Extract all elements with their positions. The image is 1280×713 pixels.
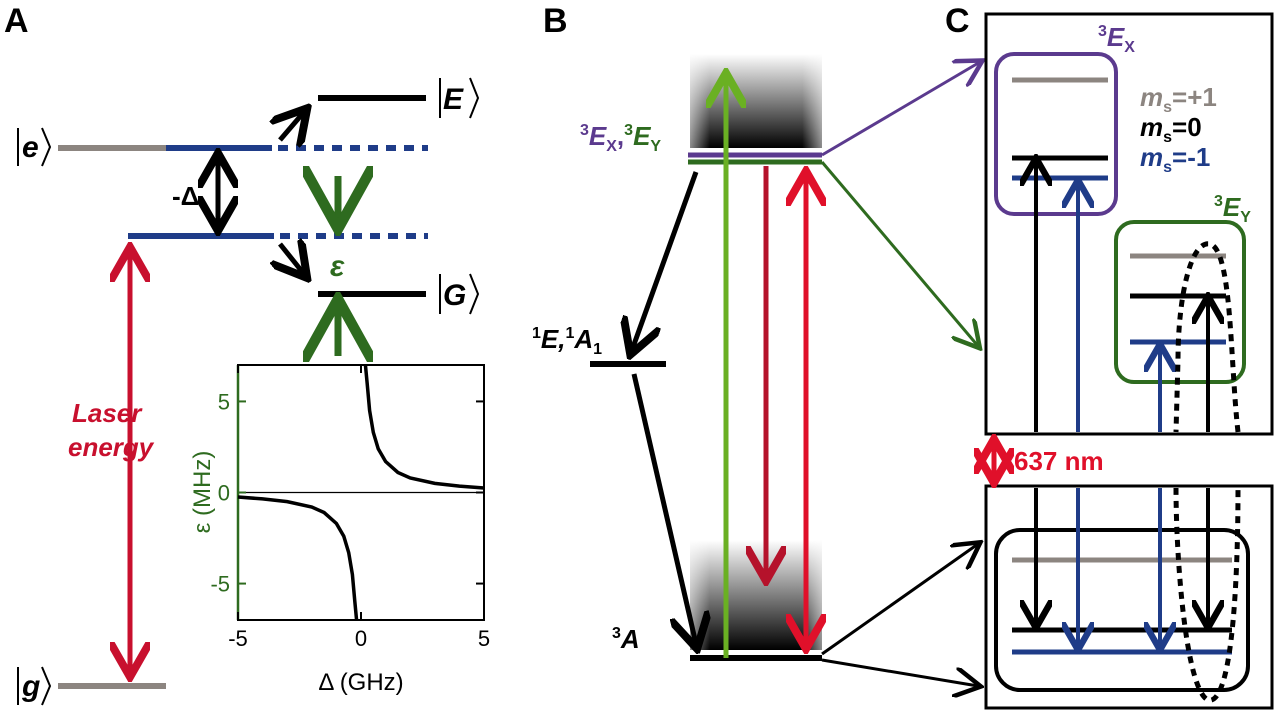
minus-delta-label: -Δ bbox=[172, 181, 199, 211]
link-purple-arrow bbox=[821, 62, 980, 157]
upper-level-label: 3EX,3EY bbox=[580, 121, 661, 155]
isc-arrow bbox=[632, 171, 699, 350]
ground-level-label: 3A bbox=[612, 624, 640, 654]
legend-ms-minus1: ms=-1 bbox=[1140, 142, 1210, 176]
chart-y-tick-label: 0 bbox=[218, 481, 230, 506]
chart-x-tick-label: -5 bbox=[228, 626, 248, 651]
panel-c-label: C bbox=[945, 2, 970, 40]
ket-E-label: E bbox=[443, 83, 464, 116]
chart-x-tick-label: 0 bbox=[355, 626, 367, 651]
chart-x-tick-label: 5 bbox=[478, 626, 490, 651]
ex-box bbox=[994, 52, 1118, 216]
link-green-arrow bbox=[820, 161, 978, 346]
link-black-up-arrow bbox=[821, 544, 978, 656]
laser-label-line2: energy bbox=[68, 432, 155, 462]
panel-a-label: A bbox=[4, 2, 29, 40]
ex-box-label: 3EX bbox=[1098, 22, 1135, 56]
chart-series-line-2 bbox=[363, 364, 485, 490]
lambda-dotted-outline-top bbox=[1173, 241, 1241, 433]
epsilon-vs-delta-chart: -5 0 5 5 0 -5 Δ (GHz) ε (MHz) bbox=[189, 364, 490, 696]
panel-b-label: B bbox=[543, 2, 568, 40]
legend-ms-plus1: ms=+1 bbox=[1140, 82, 1217, 116]
legend-ms-zero: ms=0 bbox=[1140, 112, 1202, 146]
chart-y-tick-label: 5 bbox=[218, 389, 230, 414]
singlet-level-label: 1E,1A1 bbox=[532, 324, 602, 358]
ey-box bbox=[1114, 220, 1246, 384]
ket-e-label: e bbox=[22, 131, 39, 164]
chart-y-tick-label: -5 bbox=[210, 572, 230, 597]
epsilon-label: ε bbox=[330, 250, 345, 283]
ground-box bbox=[994, 528, 1250, 692]
ground-state-frame bbox=[984, 484, 1274, 710]
ey-box-label: 3EY bbox=[1214, 192, 1251, 226]
repel-up-arrow bbox=[280, 112, 304, 140]
ket-g-label: g bbox=[21, 670, 40, 703]
singlet-decay-arrow bbox=[631, 373, 696, 644]
lambda-dotted-outline-bottom bbox=[1173, 487, 1241, 703]
link-black-down-arrow bbox=[821, 658, 978, 686]
wavelength-label: 637 nm bbox=[1014, 446, 1104, 476]
ket-g: g bbox=[17, 666, 52, 706]
excited-state-frame bbox=[984, 12, 1274, 436]
lower-band-fade bbox=[690, 540, 822, 650]
laser-label-line1: Laser bbox=[72, 398, 143, 428]
ket-E: E bbox=[439, 77, 480, 119]
chart-y-axis-label: ε (MHz) bbox=[189, 451, 216, 534]
chart-series-line-1 bbox=[237, 495, 359, 621]
chart-x-axis-label: Δ (GHz) bbox=[318, 669, 403, 696]
ket-G-label: G bbox=[443, 279, 466, 312]
ket-e: e bbox=[17, 127, 52, 167]
upper-band-fade bbox=[690, 54, 822, 148]
repel-down-arrow bbox=[280, 244, 304, 274]
ket-G: G bbox=[439, 273, 480, 315]
